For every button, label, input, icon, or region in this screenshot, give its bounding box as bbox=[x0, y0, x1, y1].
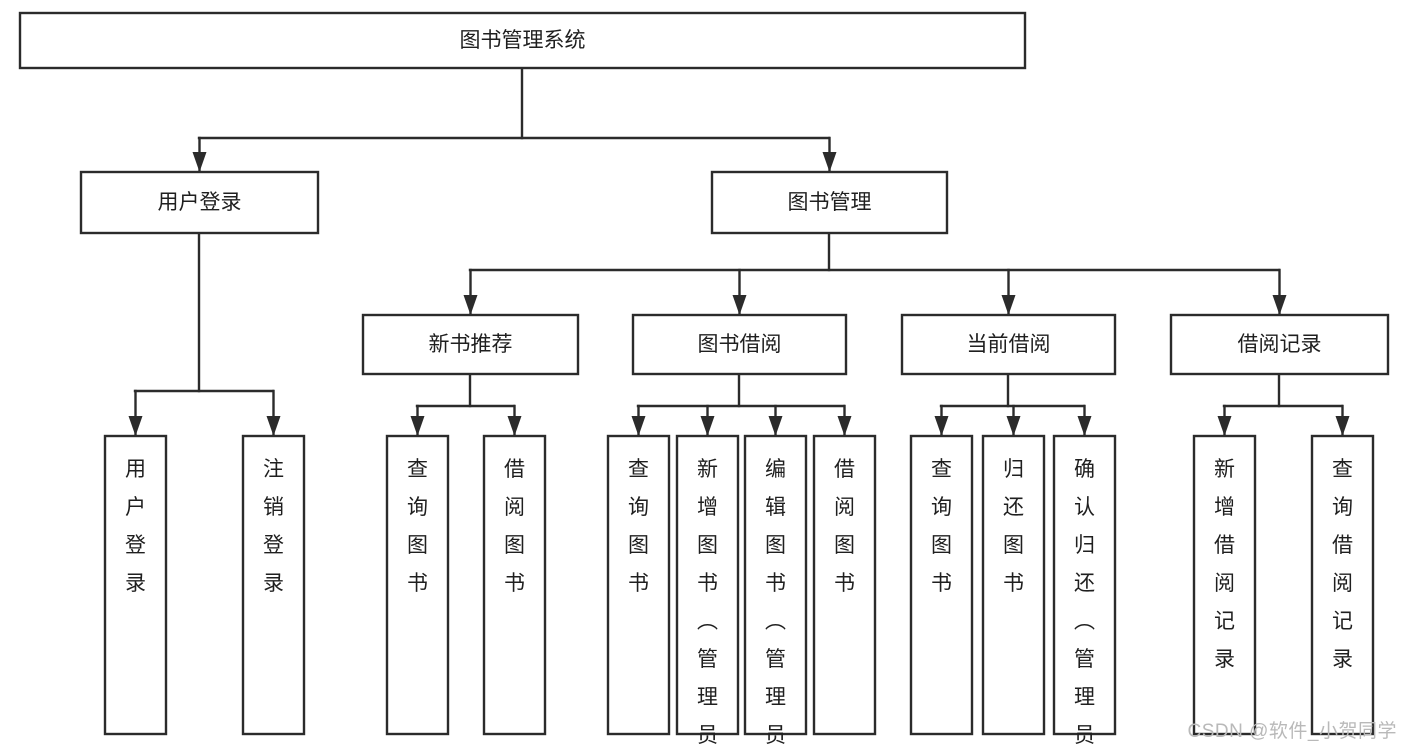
edge-n1-to-l2 bbox=[266, 389, 281, 438]
node-l9[interactable]: 查询图书 bbox=[909, 434, 974, 736]
edge-n5-to-l11 bbox=[1077, 404, 1092, 438]
edge-n4-to-l7 bbox=[768, 404, 783, 438]
connector-bus-current bbox=[939, 372, 1086, 408]
node-n0[interactable]: 图书管理系统 bbox=[18, 11, 1027, 70]
node-l4[interactable]: 借阅图书 bbox=[482, 434, 547, 736]
node-label: 当前借阅 bbox=[967, 333, 1051, 356]
edge-n2-to-n4 bbox=[732, 268, 747, 317]
connector-bus-record bbox=[1222, 372, 1344, 408]
node-label: 借阅图书 bbox=[834, 458, 855, 595]
node-n5[interactable]: 当前借阅 bbox=[900, 313, 1117, 376]
edge-n1-to-l1 bbox=[128, 389, 143, 438]
edge-n4-to-l8 bbox=[837, 404, 852, 438]
node-n1[interactable]: 用户登录 bbox=[79, 170, 320, 235]
edge-n0-to-n2 bbox=[822, 136, 837, 174]
connectors-layer bbox=[128, 66, 1350, 438]
edge-n5-to-l10 bbox=[1006, 404, 1021, 438]
edge-n2-to-n6 bbox=[1272, 268, 1287, 317]
edge-n6-to-l13 bbox=[1335, 404, 1350, 438]
node-l12[interactable]: 新增借阅记录 bbox=[1192, 434, 1257, 736]
edge-n3-to-l4 bbox=[507, 404, 522, 438]
edge-n4-to-l5 bbox=[631, 404, 646, 438]
connector-bus-books bbox=[468, 231, 1281, 272]
node-label: 图书管理 bbox=[788, 191, 872, 214]
node-label: 借阅记录 bbox=[1238, 333, 1322, 356]
node-n4[interactable]: 图书借阅 bbox=[631, 313, 848, 376]
node-label: 查询借阅记录 bbox=[1332, 458, 1353, 671]
connector-bus-root bbox=[197, 66, 831, 140]
edge-n0-to-n1 bbox=[192, 136, 207, 174]
node-l5[interactable]: 查询图书 bbox=[606, 434, 671, 736]
edge-n4-to-l6 bbox=[700, 404, 715, 438]
node-label: 新增图书︵管理员︶ bbox=[697, 458, 718, 747]
node-label: 图书管理系统 bbox=[460, 29, 586, 52]
connector-bus-login bbox=[133, 231, 275, 393]
node-label: 新增借阅记录 bbox=[1214, 458, 1235, 671]
node-n3[interactable]: 新书推荐 bbox=[361, 313, 580, 376]
edge-n2-to-n3 bbox=[463, 268, 478, 317]
node-label: 注销登录 bbox=[263, 458, 284, 595]
node-label: 用户登录 bbox=[158, 191, 242, 214]
nodes-layer: 图书管理系统用户登录图书管理新书推荐图书借阅当前借阅借阅记录用户登录注销登录查询… bbox=[18, 11, 1390, 747]
node-label: 借阅图书 bbox=[504, 458, 525, 595]
node-n2[interactable]: 图书管理 bbox=[710, 170, 949, 235]
node-l8[interactable]: 借阅图书 bbox=[812, 434, 877, 736]
node-l13[interactable]: 查询借阅记录 bbox=[1310, 434, 1375, 736]
node-l11[interactable]: 确认归还︵管理员︶ bbox=[1052, 434, 1117, 747]
node-label: 确认归还︵管理员︶ bbox=[1074, 458, 1095, 747]
node-label: 查询图书 bbox=[628, 458, 649, 595]
node-label: 查询图书 bbox=[407, 458, 428, 595]
node-label: 图书借阅 bbox=[698, 333, 782, 356]
node-label: 新书推荐 bbox=[429, 333, 513, 356]
node-n6[interactable]: 借阅记录 bbox=[1169, 313, 1390, 376]
node-label: 编辑图书︵管理员︶ bbox=[765, 458, 786, 747]
node-l10[interactable]: 归还图书 bbox=[981, 434, 1046, 736]
node-l1[interactable]: 用户登录 bbox=[103, 434, 168, 736]
connector-bus-newbook bbox=[415, 372, 516, 408]
node-l3[interactable]: 查询图书 bbox=[385, 434, 450, 736]
edge-n3-to-l3 bbox=[410, 404, 425, 438]
edge-n5-to-l9 bbox=[934, 404, 949, 438]
connector-bus-borrow bbox=[636, 372, 846, 408]
node-label: 用户登录 bbox=[125, 458, 146, 595]
node-l7[interactable]: 编辑图书︵管理员︶ bbox=[743, 434, 808, 747]
node-label: 查询图书 bbox=[931, 458, 952, 595]
edge-n6-to-l12 bbox=[1217, 404, 1232, 438]
node-l6[interactable]: 新增图书︵管理员︶ bbox=[675, 434, 740, 747]
node-l2[interactable]: 注销登录 bbox=[241, 434, 306, 736]
node-label: 归还图书 bbox=[1003, 458, 1024, 595]
edge-n2-to-n5 bbox=[1001, 268, 1016, 317]
